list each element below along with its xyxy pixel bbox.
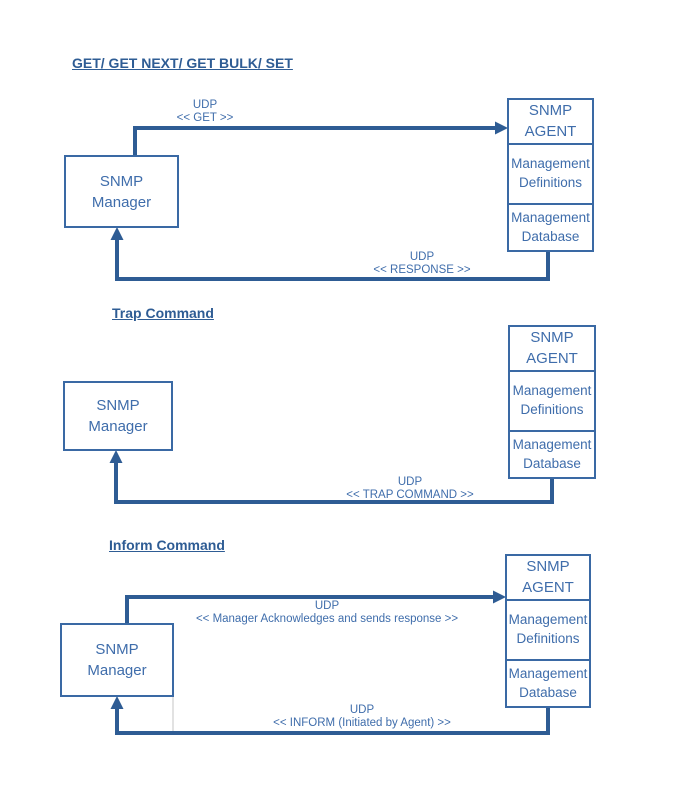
snmp-manager-box-trap: SNMP Manager (63, 381, 173, 451)
heading-inform-command: Inform Command (109, 537, 225, 553)
ack-command-label: << Manager Acknowledges and sends respon… (195, 613, 459, 625)
response-protocol-label: UDP (409, 251, 435, 263)
agent-database-cell: Management Database (510, 430, 594, 477)
snmp-agent-box-inform: SNMP AGENT Management Definitions Manage… (505, 554, 591, 708)
inform-protocol-label: UDP (349, 704, 375, 716)
ack-protocol-label: UDP (314, 600, 340, 612)
snmp-agent-box-trap: SNMP AGENT Management Definitions Manage… (508, 325, 596, 479)
trap-arrowhead (109, 450, 123, 463)
ack-arrow-label: UDP << Manager Acknowledges and sends re… (196, 600, 458, 626)
get-arrowhead (495, 121, 508, 135)
trap-protocol-label: UDP (397, 476, 423, 488)
ack-arrow-line (125, 595, 494, 624)
response-arrow-line (115, 239, 550, 281)
inform-arrow-line (115, 706, 550, 735)
agent-database-cell: Management Database (507, 659, 589, 706)
heading-get-set: GET/ GET NEXT/ GET BULK/ SET (72, 55, 293, 71)
ack-arrowhead (493, 590, 506, 604)
agent-definitions-cell: Management Definitions (510, 370, 594, 430)
snmp-manager-box-get: SNMP Manager (64, 155, 179, 228)
heading-trap-command: Trap Command (112, 305, 214, 321)
trap-arrow-line (114, 462, 554, 504)
inform-arrow-label: UDP << INFORM (Initiated by Agent) >> (273, 704, 451, 730)
agent-title-cell: SNMP AGENT (526, 329, 578, 367)
snmp-manager-label: SNMP Manager (87, 641, 147, 679)
get-arrow-line (133, 126, 496, 156)
trap-command-label: << TRAP COMMAND >> (346, 489, 474, 501)
agent-definitions-cell: Management Definitions (509, 143, 592, 203)
get-protocol-label: UDP (192, 99, 218, 111)
agent-definitions-cell: Management Definitions (507, 599, 589, 659)
get-command-label: << GET >> (176, 112, 234, 124)
response-arrowhead (110, 227, 124, 240)
agent-database-cell: Management Database (509, 203, 592, 250)
trap-arrow-label: UDP << TRAP COMMAND >> (346, 476, 473, 502)
get-arrow-label: UDP << GET >> (177, 99, 234, 125)
inform-command-label: << INFORM (Initiated by Agent) >> (273, 717, 451, 729)
agent-title-cell: SNMP AGENT (524, 102, 577, 140)
snmp-manager-box-inform: SNMP Manager (60, 623, 174, 697)
response-arrow-label: UDP << RESPONSE >> (373, 251, 470, 277)
response-command-label: << RESPONSE >> (373, 264, 471, 276)
inform-arrowhead (110, 696, 124, 709)
agent-title-cell: SNMP AGENT (522, 558, 574, 596)
snmp-manager-label: SNMP Manager (91, 172, 152, 211)
snmp-manager-label: SNMP Manager (88, 397, 148, 435)
snmp-agent-box-get: SNMP AGENT Management Definitions Manage… (507, 98, 594, 252)
